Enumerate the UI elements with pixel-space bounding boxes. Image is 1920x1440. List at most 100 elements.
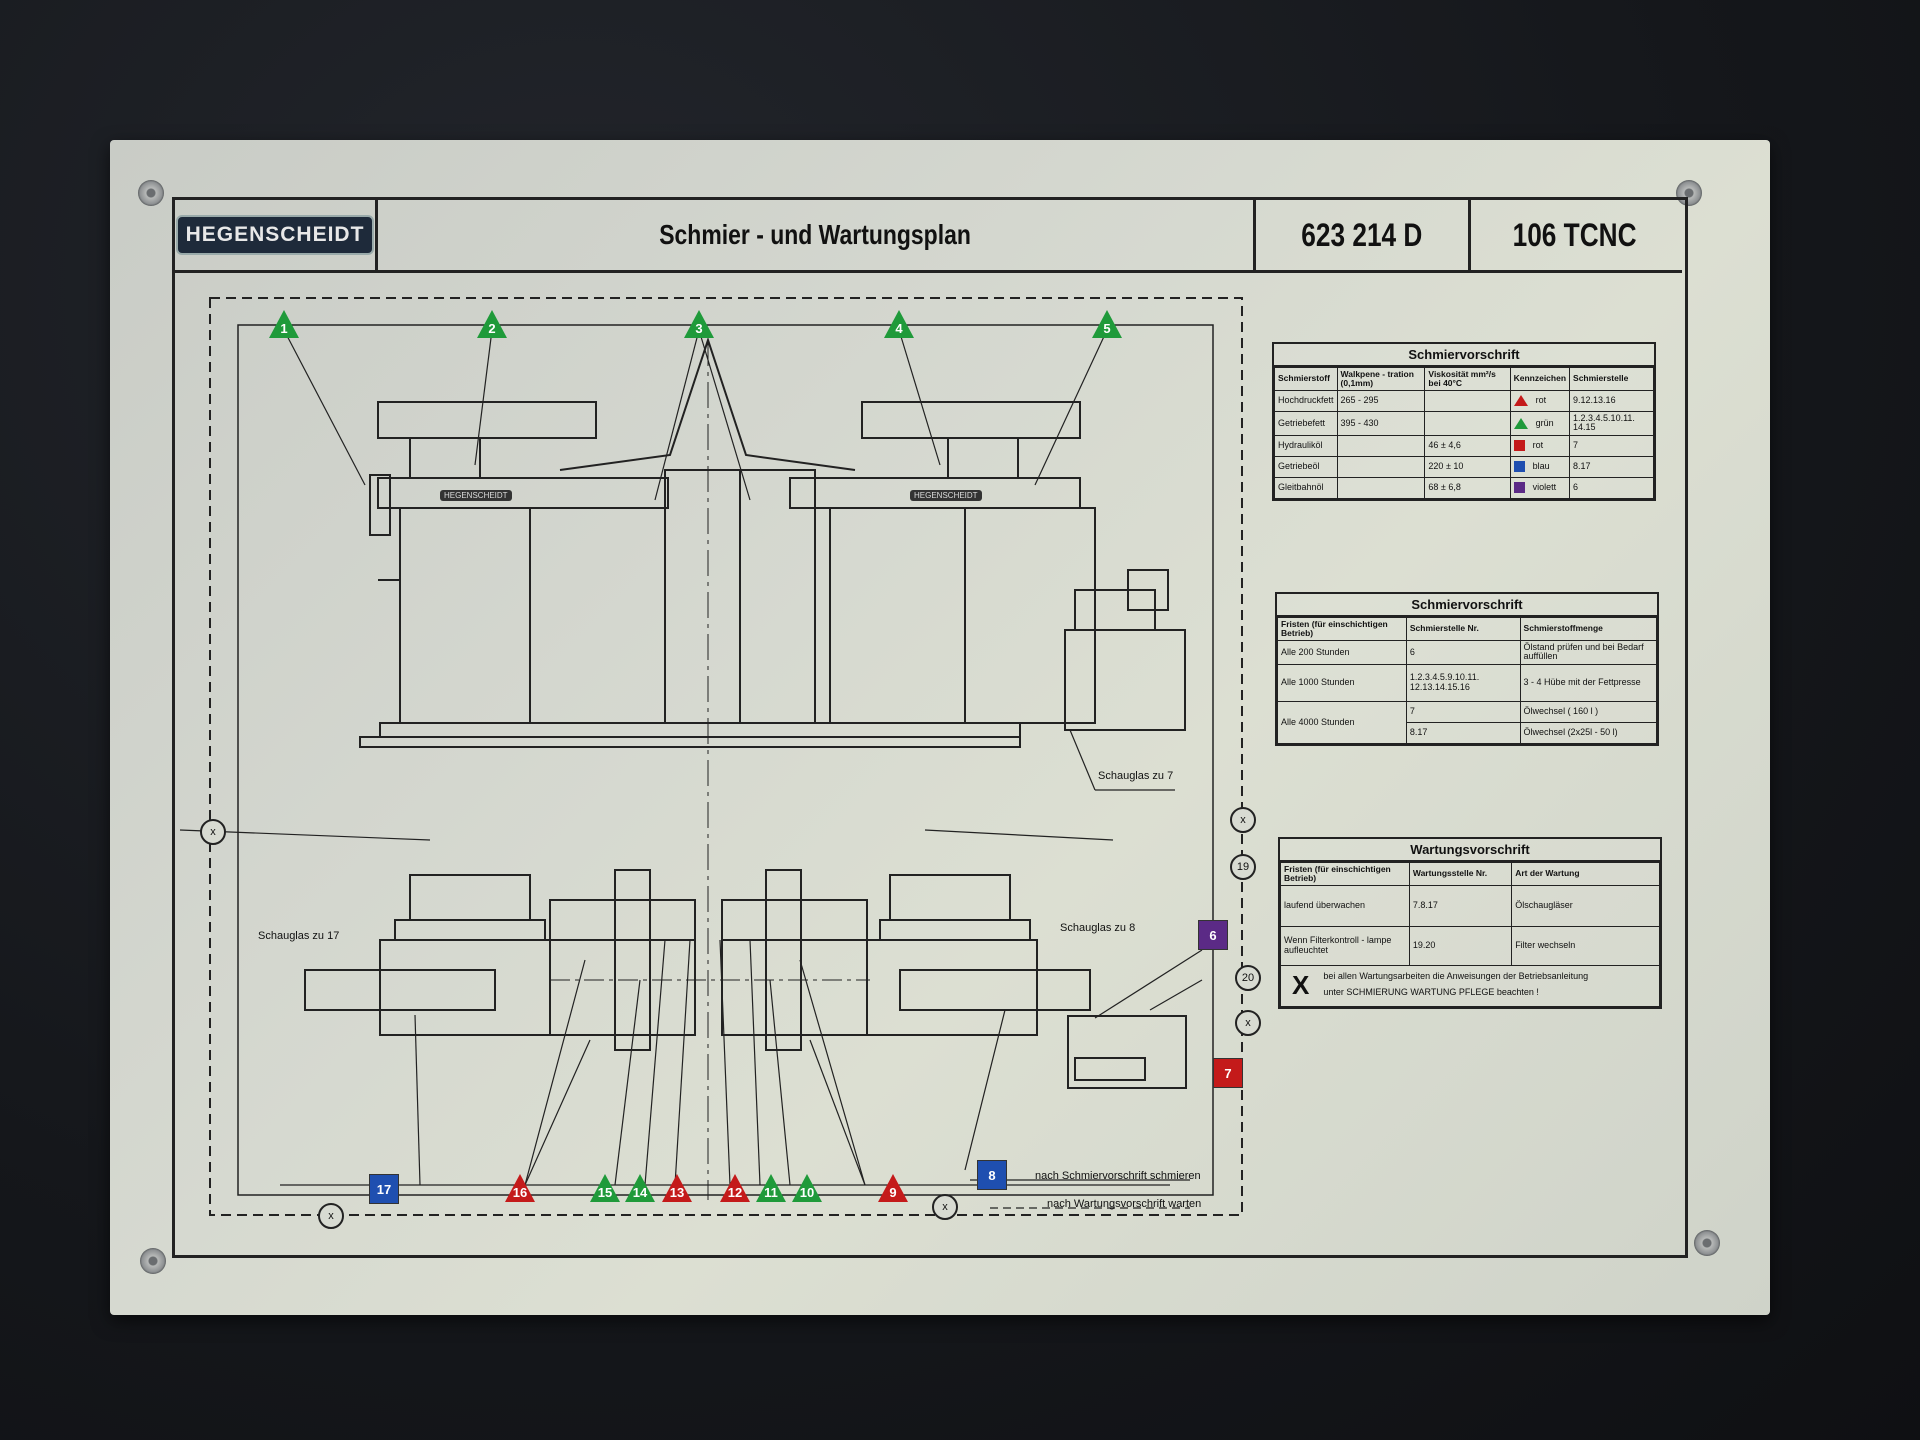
page-title: Schmier - und Wartungsplan [659,219,972,250]
title-cell: Schmier - und Wartungsplan [378,200,1256,270]
table-cell: 46 ± 4,6 [1424,434,1511,457]
x-marker: x [200,819,226,845]
table-cell: Alle 200 Stunden [1277,639,1407,665]
table-cell: 6 [1569,476,1654,499]
x-marker: x [1235,1010,1261,1036]
table-cell: Ölwechsel ( 160 l ) [1519,700,1658,723]
table-title: Wartungsvorschrift [1280,839,1660,862]
table-cell: 1.2.3.4.5.9.10.11. 12.13.14.15.16 [1405,663,1521,702]
note-mark: X [1292,970,1310,1001]
column-header: Art der Wartung [1511,862,1660,886]
table-cell: 7 [1569,434,1654,457]
screw-icon [1694,1230,1720,1256]
table-cell [1336,476,1426,499]
x-marker: x [318,1203,344,1229]
table-row: Wenn Filterkontroll - lampe aufleuchtet … [1280,925,1660,966]
table-row: 8.17 Ölwechsel (2x25l - 50 l) [1278,721,1658,744]
table-cell: Ölschaugläser [1511,884,1660,927]
table-cell: 265 - 295 [1336,389,1426,412]
marker-19: 19 [1230,854,1256,880]
color-name: rot [1535,395,1547,406]
machine-label-right: HEGENSCHEIDT [910,490,982,501]
column-header: Schmierstoffmenge [1519,617,1658,641]
red-triangle-icon [1513,395,1528,407]
table-cell: Alle 1000 Stunden [1277,663,1407,702]
plate-header: HEGENSCHEIDT Schmier - und Wartungsplan … [175,200,1682,273]
note-line: unter SCHMIERUNG WARTUNG PFLEGE beachten… [1323,986,1539,997]
table-cell [1336,455,1426,478]
table-cell: 7 [1405,700,1521,723]
machine-model: 106 TCNC [1513,216,1637,253]
marker-7: 7 [1213,1058,1243,1088]
table-cell: Alle 4000 Stunden [1277,700,1407,744]
machine-label-left: HEGENSCHEIDT [440,490,512,501]
table-cell [1336,434,1426,457]
table-row: laufend überwachen 7.8.17 Ölschaugläser [1280,884,1660,927]
column-header: Kennzeichen [1509,367,1571,391]
machine-drawing [179,297,1243,1216]
table-cell: 395 - 430 [1336,410,1426,436]
x-marker: x [1230,807,1256,833]
table-cell: 3 - 4 Hübe mit der Fettpresse [1519,663,1658,702]
table-cell [1424,389,1511,412]
table-cell: Hydrauliköl [1274,434,1338,457]
table-row: Getriebeöl 220 ± 10 blau 8.17 [1274,455,1654,478]
table-title: Schmiervorschrift [1277,594,1657,617]
table-row: Alle 4000 Stunden 7 Ölwechsel ( 160 l ) [1277,700,1658,744]
table-cell: Ölstand prüfen und bei Bedarf auffüllen [1519,639,1658,665]
column-header: Fristen (für einschichtigen Betrieb) [1280,862,1410,886]
legend-warten: nach Wartungsvorschrift warten [1047,1198,1202,1210]
table-header-row: Fristen (für einschichtigen Betrieb) Sch… [1277,617,1658,641]
table-cell: Wenn Filterkontroll - lampe aufleuchtet [1280,925,1410,966]
column-header: Walkpene - tration (0,1mm) [1336,367,1426,391]
table-cell: Hochdruckfett [1274,389,1338,412]
table-cell: violett [1509,476,1571,499]
table-row: Alle 1000 Stunden 1.2.3.4.5.9.10.11. 12.… [1277,663,1658,702]
x-marker: x [932,1194,958,1220]
table-cell [1424,410,1511,436]
table-cell: 8.17 [1405,721,1521,744]
marker-8: 8 [977,1160,1007,1190]
table-title: Schmiervorschrift [1274,344,1654,367]
table-cell: 7.8.17 [1408,884,1513,927]
marker-20: 20 [1235,965,1261,991]
column-header: Fristen (für einschichtigen Betrieb) [1277,617,1407,641]
screw-icon [140,1248,166,1274]
screw-icon [1676,180,1702,206]
table-cell: 1.2.3.4.5.10.11. 14.15 [1569,410,1654,436]
table-cell: 6 [1405,639,1521,665]
table-cell: Gleitbahnöl [1274,476,1338,499]
table-cell: grün [1509,410,1571,436]
table-row: Hydrauliköl 46 ± 4,6 rot 7 [1274,434,1654,457]
schauglas-8-label: Schauglas zu 8 [1060,922,1136,934]
schmiervorschrift-table-1: Schmiervorschrift Schmierstoff Walkpene … [1272,342,1656,501]
color-name: rot [1532,440,1544,451]
violet-square-icon [1513,482,1525,494]
wartungsvorschrift-table: Wartungsvorschrift Fristen (für einschic… [1278,837,1662,1009]
logo-cell: HEGENSCHEIDT [175,200,378,270]
blue-square-icon [1513,461,1525,473]
schmiervorschrift-table-2: Schmiervorschrift Fristen (für einschich… [1275,592,1659,746]
drawing-number: 623 214 D [1301,216,1423,253]
table-note: X bei allen Wartungsarbeiten die Anweisu… [1280,964,1660,1007]
maintenance-plate: HEGENSCHEIDT Schmier - und Wartungsplan … [110,140,1770,1315]
color-name: violett [1532,482,1557,493]
legend-schmieren: nach Schmiervorschrift schmieren [1035,1170,1201,1182]
green-triangle-icon [1513,417,1528,429]
table-row: Hochdruckfett 265 - 295 rot 9.12.13.16 [1274,389,1654,412]
red-square-icon [1513,440,1525,452]
table-cell: rot [1509,389,1571,412]
table-row: Alle 200 Stunden 6 Ölstand prüfen und be… [1277,639,1658,665]
table-cell: rot [1509,434,1571,457]
table-cell: 8.17 [1569,455,1654,478]
plate-frame [172,197,1688,1258]
schauglas-7-label: Schauglas zu 7 [1098,770,1174,782]
column-header: Schmierstelle Nr. [1405,617,1521,641]
table-header-row: Fristen (für einschichtigen Betrieb) War… [1280,862,1660,886]
table-cell: 68 ± 6,8 [1424,476,1511,499]
marker-6: 6 [1198,920,1228,950]
table-header-row: Schmierstoff Walkpene - tration (0,1mm) … [1274,367,1654,391]
color-name: grün [1535,417,1554,428]
number-cell: 623 214 D [1256,200,1471,270]
note-line: bei allen Wartungsarbeiten die Anweisung… [1323,971,1589,982]
